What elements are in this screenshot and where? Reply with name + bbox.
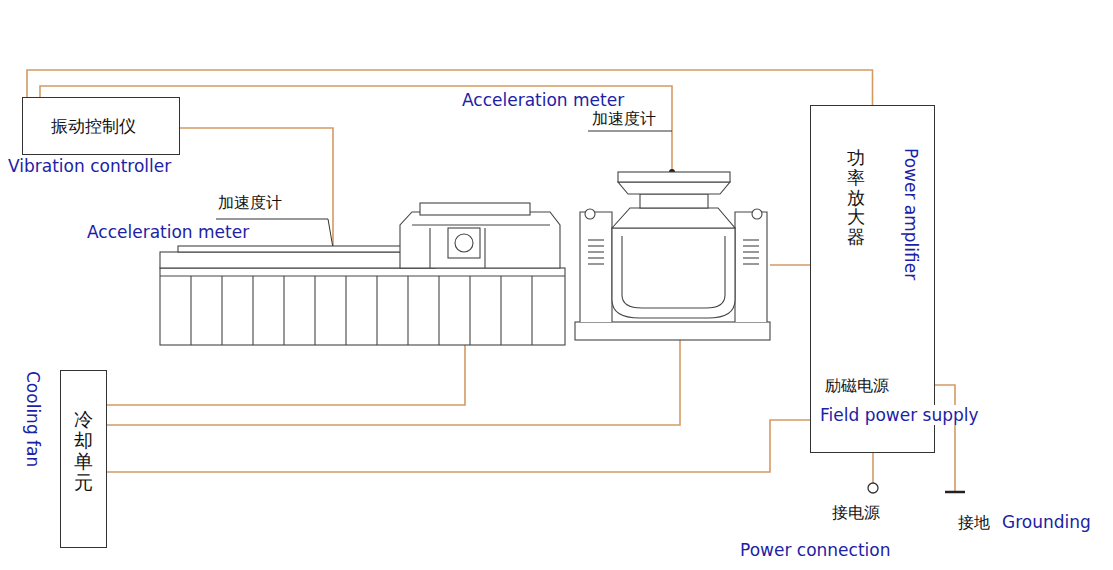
terminal-label: Power connection <box>740 540 890 560</box>
component-box: 振动控制仪Vibration controller <box>22 97 180 155</box>
part-label: Acceleration meter <box>462 90 624 110</box>
component-box: 功率放大器Power amplifier励磁电源Field power supp… <box>810 105 935 453</box>
box-title: 振动控制仪 <box>51 116 136 136</box>
box-title: 冷却单元 <box>74 409 93 493</box>
terminal-label: Grounding <box>1002 512 1091 532</box>
terminal-label: 接电源 <box>832 503 880 522</box>
wire-connector <box>27 70 873 105</box>
box-heading: Power amplifier <box>901 148 921 280</box>
power-terminal <box>868 483 878 493</box>
wire-connector <box>107 420 810 472</box>
component-box: 冷却单元Cooling fan <box>60 370 107 548</box>
vertical-shaker <box>575 172 770 340</box>
box-title: 功率放大器 <box>847 148 865 247</box>
box-label: Field power supply <box>819 405 980 425</box>
box-heading: Cooling fan <box>23 371 43 467</box>
part-label: Acceleration meter <box>87 222 249 242</box>
terminal-label: 接地 <box>958 513 990 532</box>
box-heading: Vibration controller <box>7 156 172 176</box>
wires <box>40 86 955 491</box>
box-label: 励磁电源 <box>825 376 889 395</box>
ground-symbol <box>945 492 965 493</box>
part-label: 加速度计 <box>592 109 656 128</box>
part-label: 加速度计 <box>218 193 282 212</box>
